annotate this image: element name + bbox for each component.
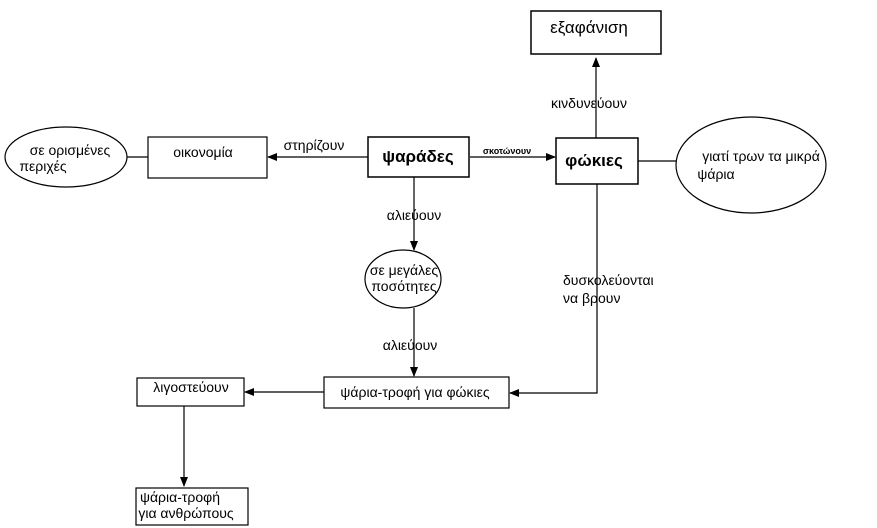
node-giati-oval: γιατί τρων τα μικρά ψάρια — [675, 116, 827, 214]
node-psaria-anthropous-line1: ψάρια-τροφή — [140, 489, 220, 505]
label-alieuoun-2: αλιεύουν — [383, 337, 438, 353]
node-psaria-anthropous-line2: για ανθρώπους — [138, 505, 234, 521]
node-psaria-trofi-fokies-label: ψάρια-τροφή για φώκιες — [340, 384, 489, 400]
label-alieuoun-1: αλιεύουν — [387, 207, 442, 223]
label-kindyneuoun: κινδυνεύουν — [551, 95, 627, 111]
node-ligosteuoun: λιγοστεύουν — [136, 377, 245, 407]
label-dyskoleuontai-1: δυσκολεύονται — [563, 272, 654, 288]
edges — [127, 57, 676, 487]
label-dyskoleuontai-2: να βρουν — [563, 290, 620, 306]
node-fokies-label: φώκιες — [565, 151, 623, 170]
edge-labels: στηρίζουν σκοτώνουν κινδυνεύουν αλιεύουν… — [284, 95, 654, 353]
node-psarades: ψαράδες — [367, 136, 470, 178]
node-orismenes-line1: σε ορισμένες — [30, 142, 111, 158]
node-megales-line2: ποσότητες — [371, 278, 437, 294]
node-oikonomia: οικονομία — [147, 136, 268, 179]
edge-fokies-psaria — [509, 184, 598, 397]
label-skotonoun: σκοτώνουν — [483, 146, 531, 156]
node-giati-line1: γιατί τρων τα μικρά — [702, 148, 820, 164]
label-stirizoun: στηρίζουν — [284, 137, 345, 153]
node-orismenes-oval: σε ορισμένες περιχές — [4, 126, 128, 188]
node-exafanisi: εξαφάνιση — [530, 10, 662, 55]
node-oikonomia-label: οικονομία — [173, 144, 233, 160]
node-giati-line2: ψάρια — [697, 166, 734, 182]
node-exafanisi-label: εξαφάνιση — [550, 18, 628, 37]
node-megales-oval: σε μεγάλες ποσότητες — [364, 249, 442, 309]
node-ligosteuoun-label: λιγοστεύουν — [153, 379, 228, 395]
node-psaria-trofi-fokies: ψάρια-τροφή για φώκιες — [323, 376, 510, 409]
node-orismenes-line2: περιχές — [19, 158, 67, 174]
node-fokies: φώκιες — [555, 137, 639, 185]
node-megales-line1: σε μεγάλες — [370, 262, 438, 278]
node-psaria-anthropous: ψάρια-τροφή για ανθρώπους — [135, 487, 249, 526]
node-psarades-label: ψαράδες — [382, 147, 454, 166]
